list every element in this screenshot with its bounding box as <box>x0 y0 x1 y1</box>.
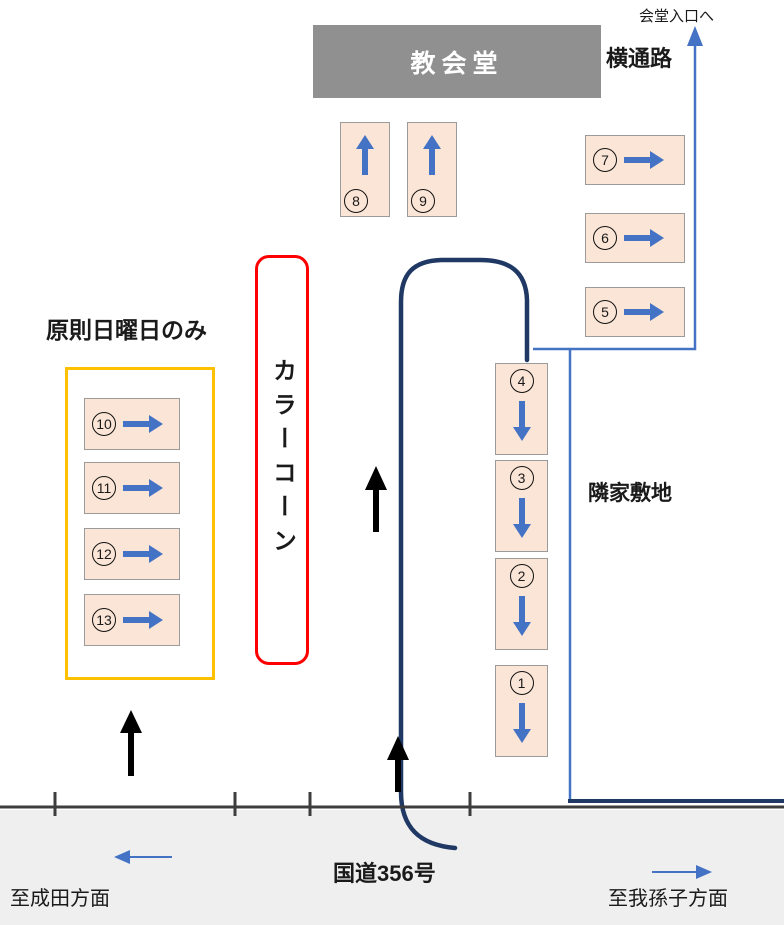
sunday-only-label: 原則日曜日のみ <box>46 317 207 343</box>
spot-number: 3 <box>509 466 534 490</box>
spot-number: 13 <box>92 608 116 632</box>
church-hall: 教会堂 <box>313 25 601 98</box>
road-name-label: 国道356号 <box>333 861 436 886</box>
road-strip <box>0 810 784 925</box>
passage-up-arrow-icon <box>687 26 703 46</box>
right-arrow-icon <box>123 545 163 563</box>
spot-number: 12 <box>92 542 116 566</box>
right-arrow-icon <box>123 611 163 629</box>
spot-number: 11 <box>92 476 116 500</box>
parking-spot-1: 1 <box>495 665 548 757</box>
spot-number: 9 <box>411 189 435 213</box>
sunday-only-frame <box>65 367 215 680</box>
down-arrow-icon <box>512 498 531 538</box>
spot-number: 7 <box>593 148 617 172</box>
right-arrow-icon <box>624 229 664 247</box>
neighbor-property-label: 隣家敷地 <box>588 482 672 505</box>
parking-spot-6: 6 <box>585 213 685 263</box>
flow-up-arrow-left-icon <box>120 710 142 776</box>
down-arrow-icon <box>512 596 531 636</box>
right-arrow-icon <box>123 479 163 497</box>
parking-spot-8: 8 <box>340 122 390 217</box>
driving-path <box>398 257 530 851</box>
church-hall-label: 教会堂 <box>410 49 504 78</box>
spot-number: 6 <box>593 226 617 250</box>
spot-number: 5 <box>593 300 617 324</box>
parking-spot-2: 2 <box>495 558 548 650</box>
parking-spot-13: 13 <box>84 594 180 646</box>
right-arrow-icon <box>624 151 664 169</box>
down-arrow-icon <box>512 703 531 743</box>
parking-spot-3: 3 <box>495 460 548 552</box>
spot-number: 10 <box>92 412 116 436</box>
parking-spot-4: 4 <box>495 363 548 455</box>
flow-up-arrow-bottom-icon <box>387 736 409 792</box>
parking-spot-11: 11 <box>84 462 180 514</box>
color-cone-lane: カラーコーン <box>255 255 309 665</box>
hall-entrance-label: 会堂入口へ <box>639 8 715 25</box>
parking-spot-12: 12 <box>84 528 180 580</box>
spot-number: 8 <box>344 189 368 213</box>
parking-spot-10: 10 <box>84 398 180 450</box>
parking-spot-7: 7 <box>585 135 685 185</box>
spot-number: 1 <box>509 671 534 695</box>
to-abiko-label: 至我孫子方面 <box>608 888 728 910</box>
spot-number: 4 <box>509 369 534 393</box>
right-arrow-icon <box>624 303 664 321</box>
flow-up-arrow-middle-icon <box>365 466 387 532</box>
side-passage-label: 横通路 <box>606 46 673 71</box>
to-narita-label: 至成田方面 <box>10 888 110 910</box>
parking-spot-5: 5 <box>585 287 685 337</box>
up-arrow-icon <box>423 135 441 175</box>
color-cone-label: カラーコーン <box>268 358 296 562</box>
down-arrow-icon <box>512 401 531 441</box>
right-arrow-icon <box>123 415 163 433</box>
up-arrow-icon <box>356 135 374 175</box>
parking-spot-9: 9 <box>407 122 457 217</box>
spot-number: 2 <box>509 564 534 588</box>
